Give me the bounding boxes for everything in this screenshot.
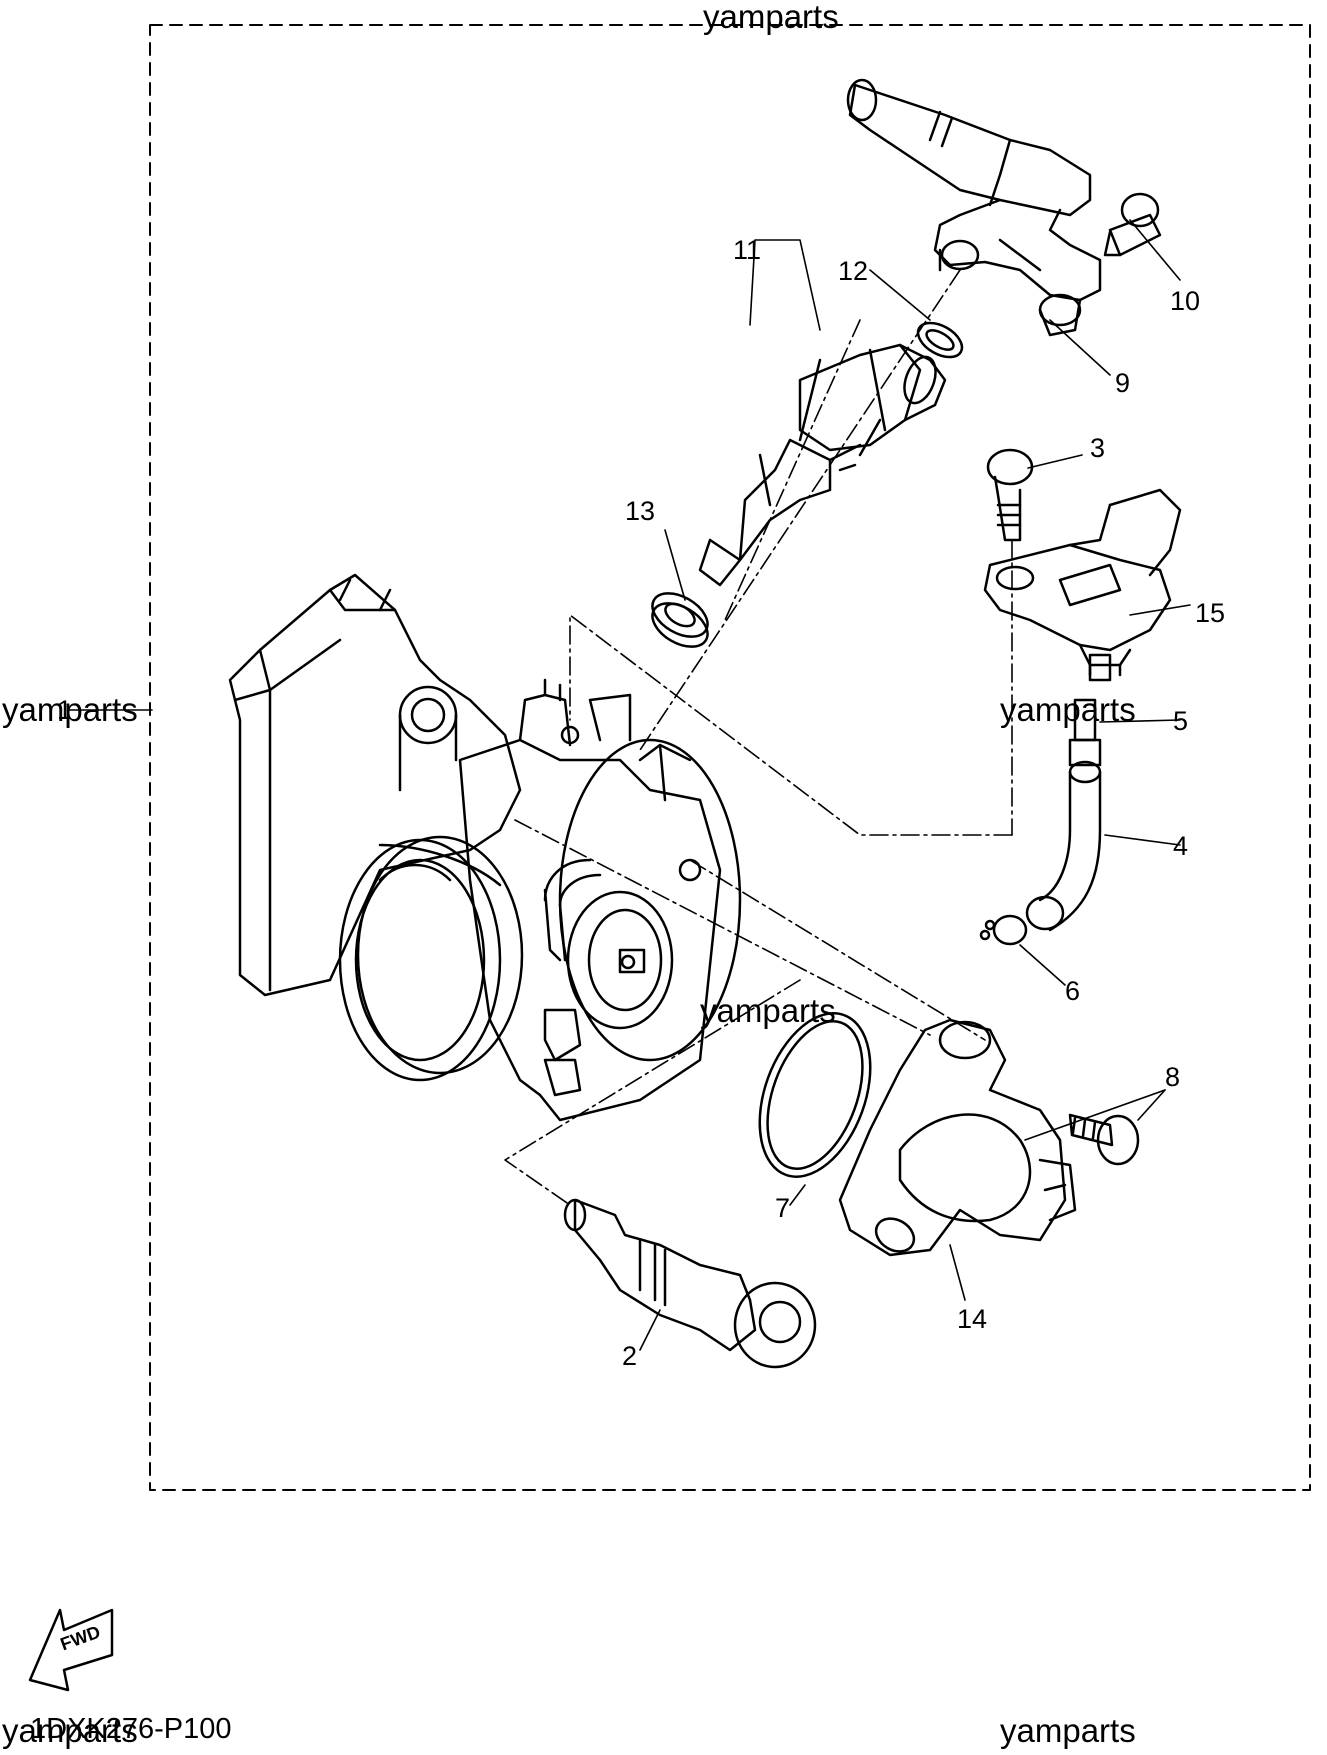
watermark-right: yamparts	[1000, 691, 1136, 728]
hose-4	[1025, 760, 1102, 932]
watermark-center: yamparts	[700, 992, 836, 1029]
callout-2: 2	[622, 1341, 638, 1371]
watermark-left: yamparts	[2, 691, 138, 728]
callout-15: 15	[1195, 598, 1226, 628]
callout-10: 10	[1170, 286, 1201, 316]
joint-5	[1068, 698, 1102, 767]
assembly-boundary	[149, 24, 1311, 1491]
bolt-10	[1103, 192, 1162, 257]
callout-3: 3	[1090, 433, 1106, 463]
throttle-position-sensor-14	[838, 1018, 1077, 1257]
watermark-bottom-left: yamparts	[2, 1712, 138, 1749]
bolt-8	[1068, 1113, 1140, 1166]
callout-9: 9	[1115, 368, 1131, 398]
callout-8: 8	[1165, 1062, 1181, 1092]
callout-1: 1	[57, 695, 73, 725]
fwd-arrow-icon	[28, 1608, 114, 1692]
map-sensor-15	[983, 488, 1182, 682]
seal-13	[651, 592, 709, 648]
idle-screw-2	[563, 1198, 817, 1369]
screw-3	[986, 448, 1034, 542]
callout-4: 4	[1173, 831, 1189, 861]
fuel-injector	[698, 343, 947, 587]
throttle-body	[228, 573, 742, 1122]
callout-12: 12	[838, 256, 869, 286]
callout-5: 5	[1173, 706, 1189, 736]
callout-11: 11	[733, 235, 762, 265]
callout-14: 14	[957, 1304, 988, 1334]
watermark-top: yamparts	[703, 0, 839, 35]
diagram-code: 1DXK276-P100	[30, 1713, 232, 1745]
callout-6: 6	[1065, 976, 1081, 1006]
o-ring-7	[758, 1012, 872, 1178]
clip-6	[979, 914, 1028, 946]
o-ring-12	[916, 321, 964, 359]
callout-7: 7	[775, 1193, 791, 1223]
callout-13: 13	[625, 496, 656, 526]
fuel-delivery-pipe	[846, 78, 1102, 337]
watermark-bottom-right: yamparts	[1000, 1712, 1136, 1749]
